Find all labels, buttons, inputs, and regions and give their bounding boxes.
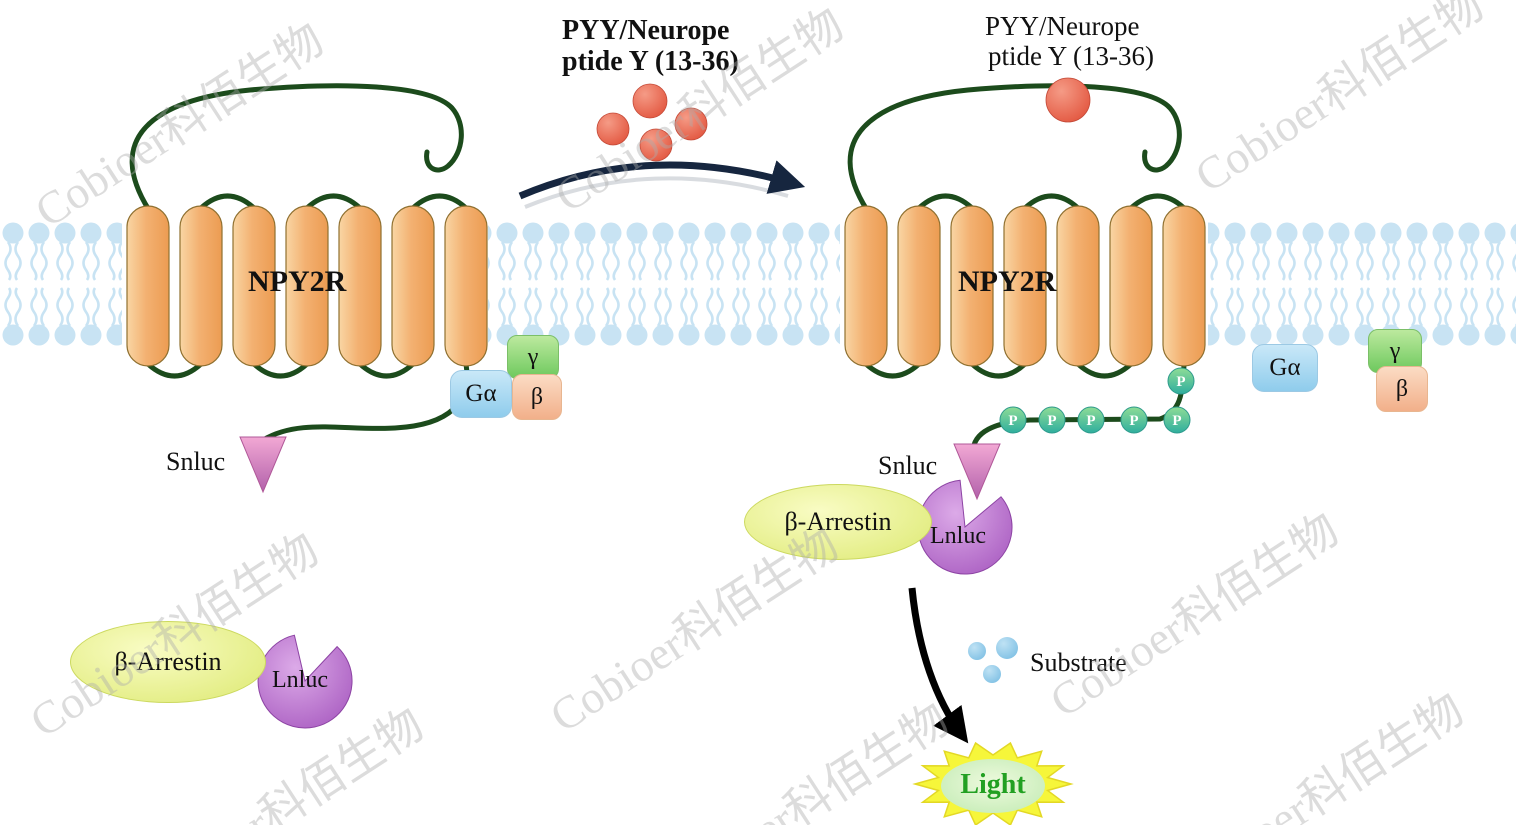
snluc-label-right: Snluc [878, 451, 938, 480]
g-gamma-label-right: γ [1389, 337, 1401, 364]
ligand-label-left-line2: ptide Y (13-36) [562, 46, 739, 77]
g-alpha-subunit-right: Gα [1252, 344, 1318, 392]
activation-arrow-shadow [524, 176, 789, 209]
ligand-bound [1045, 77, 1091, 123]
lnluc-label-right: Lnluc [930, 523, 986, 549]
substrate-label: Substrate [1030, 648, 1127, 677]
phospho-p-label: P [1047, 413, 1056, 429]
snluc-tag-right [953, 443, 1001, 501]
phospho-p-label: P [1008, 413, 1017, 429]
ligand-label-right-line1: PYY/Neurope [985, 11, 1140, 41]
cell-membrane [0, 222, 1516, 346]
light-burst-core [941, 759, 1045, 813]
g-alpha-label-right: Gα [1269, 354, 1301, 381]
beta-arrestin-label-right: β-Arrestin [784, 507, 892, 536]
beta-arrestin-left: β-Arrestin [70, 621, 266, 703]
light-label: Light [960, 769, 1026, 800]
phospho-chain: P P P P P P [999, 367, 1195, 434]
activation-arrow [518, 160, 806, 200]
phospho-p-label: P [1172, 413, 1181, 429]
g-alpha-subunit-left: Gα [450, 370, 512, 418]
membrane-segment-left [0, 222, 122, 346]
g-beta-label-right: β [1395, 375, 1409, 402]
lnluc-enzyme-right [917, 479, 1013, 575]
beta-arrestin-label-left: β-Arrestin [114, 647, 222, 676]
snluc-tag-left [239, 436, 287, 494]
receptor-left-helices [126, 205, 488, 367]
lnluc-enzyme-left [257, 634, 353, 729]
g-beta-subunit-right: β [1376, 366, 1428, 412]
membrane-segment-middle [488, 222, 840, 346]
phospho-p-label: P [1176, 374, 1185, 390]
reaction-arrow [908, 587, 969, 744]
g-beta-subunit-left: β [512, 374, 562, 420]
g-gamma-label-left: γ [527, 343, 539, 370]
g-gamma-subunit-right: γ [1368, 329, 1422, 373]
lnluc-label-left: Lnluc [272, 667, 328, 693]
receptor-right-helices [844, 205, 1206, 367]
phospho-p-label: P [1129, 413, 1138, 429]
g-gamma-subunit-left: γ [507, 335, 559, 379]
g-beta-label-left: β [530, 383, 544, 410]
beta-arrestin-right: β-Arrestin [744, 484, 932, 560]
ligand-label-right-line2: ptide Y (13-36) [988, 41, 1154, 71]
receptor-left-loops [129, 83, 470, 443]
light-burst [912, 741, 1074, 825]
substrate-dots [968, 637, 1018, 683]
receptor-name-left: NPY2R [248, 265, 347, 298]
phospho-p-label: P [1086, 413, 1095, 429]
ligand-label-left-line1: PYY/Neurope [562, 15, 730, 46]
receptor-name-right: NPY2R [958, 265, 1057, 298]
g-alpha-label-left: Gα [465, 380, 497, 407]
membrane-segment-right [1208, 222, 1516, 346]
snluc-label-left: Snluc [166, 447, 226, 476]
ligand-cluster [596, 83, 708, 162]
